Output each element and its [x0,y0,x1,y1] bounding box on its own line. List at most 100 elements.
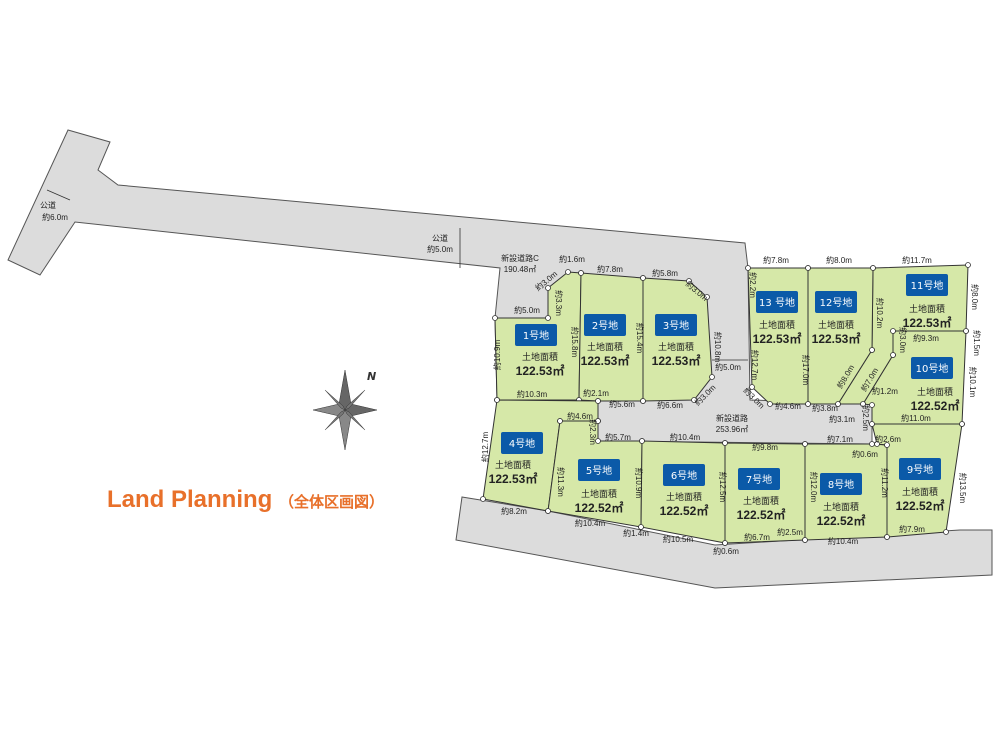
dimension-label: 約5.7m [605,432,631,442]
boundary-marker [565,269,571,275]
boundary-marker [869,347,875,353]
lot-badge [655,314,697,336]
dimension-label: 約11.7m [902,255,932,265]
boundary-marker [691,397,697,403]
dimension-label: 約2.5m [861,405,871,431]
dimension-label: 約3.1m [829,414,855,424]
boundary-marker [870,265,876,271]
dimension-label: 約9.8m [752,442,778,452]
lot-badge [515,324,557,346]
boundary-marker [965,262,971,268]
dimension-label: 約17.0m [801,355,811,386]
lot-badge [911,357,953,379]
area-heading: 土地面積 [495,459,531,471]
boundary-marker [802,441,808,447]
area-heading: 土地面積 [917,386,953,398]
dimension-label: 約5.0m [715,362,741,372]
dimension-label: 約1.4m [623,528,649,538]
lot-boundary [640,440,726,544]
dimension-label: 約2.6m [875,434,901,444]
dimension-label: 約6.6m [657,400,683,410]
dimension-label: 約3.3m [554,290,564,316]
dimension-label: 約7.1m [827,434,853,444]
area-heading: 土地面積 [658,341,694,353]
lot-badge [738,468,780,490]
boundary-marker [884,534,890,540]
area-heading: 土地面積 [522,351,558,363]
boundary-marker [545,285,551,291]
lot-badge [899,458,941,480]
dimension-label: 約8.0m [970,284,980,310]
lot-number: 5号地 [586,464,612,477]
dimension-label: 約10.8m [713,332,723,363]
bottom-road [455,496,993,589]
dimension-label: 約2.2m [748,272,758,298]
dimension-label: 約0.6m [713,546,739,556]
dimension-label: 約3.8m [812,403,838,413]
lot-badge [906,274,948,296]
road-label: 190.48㎡ [504,265,536,274]
boundary-marker [595,398,601,404]
boundary-marker [805,265,811,271]
dimension-label: 約12.7m [750,350,760,381]
lot-area: 122.52㎡ [817,513,866,528]
boundary-marker [578,270,584,276]
boundary-marker [802,537,808,543]
dimension-label: 約10.2m [875,298,885,329]
dimension-label: 約10.5m [663,534,694,544]
lot-boundary [578,272,644,402]
boundary-marker [835,401,841,407]
boundary-marker [874,441,880,447]
boundary-marker [745,265,751,271]
dimension-label: 約1.5m [972,330,982,356]
area-heading: 土地面積 [818,319,854,331]
dimension-label: 約10.4m [575,518,606,528]
road-label: 新設道路C [501,253,539,263]
dimension-label: 約4.6m [567,411,593,421]
lot-number: 7号地 [746,473,772,486]
dimension-label: 約10.4m [670,432,701,442]
boundary-marker [722,540,728,546]
dimension-label: 約4.6m [775,401,801,411]
lot-area: 122.53㎡ [489,471,538,486]
boundary-marker [595,438,601,444]
lot-badge [663,464,705,486]
boundary-marker [595,418,601,424]
boundary-marker [686,278,692,284]
boundary-marker [884,442,890,448]
area-heading: 土地面積 [666,491,702,503]
dimension-label: 約13.5m [958,473,968,504]
boundary-marker [869,441,875,447]
lot-number: 3号地 [663,319,689,332]
lot-area: 122.53㎡ [516,363,565,378]
dimension-label: 約10.9m [634,468,644,499]
lot-number: 8号地 [828,478,854,491]
road-label: 253.96㎡ [716,425,748,434]
lot-area: 122.52㎡ [575,500,624,515]
boundary-marker [494,397,500,403]
dimension-label: 約1.2m [872,386,898,396]
compass-north-icon: N [312,369,378,451]
boundary-marker [963,328,969,334]
lot-number: 9号地 [907,463,933,476]
dimension-label: 約10.4m [828,536,859,546]
dimension-label: 約2.1m [583,388,609,398]
dimension-label: 約5.6m [609,399,635,409]
dimension-label: 約0.6m [852,449,878,459]
dimension-label: 約12.7m [480,432,490,463]
dimension-label: 約15.4m [635,323,645,354]
compass-label: N [367,370,376,383]
lot-area: 122.53㎡ [812,331,861,346]
dimension-label: 約7.8m [763,255,789,265]
road-label: 新設道路 [716,413,748,423]
area-heading: 土地面積 [759,319,795,331]
lot-badge [501,432,543,454]
